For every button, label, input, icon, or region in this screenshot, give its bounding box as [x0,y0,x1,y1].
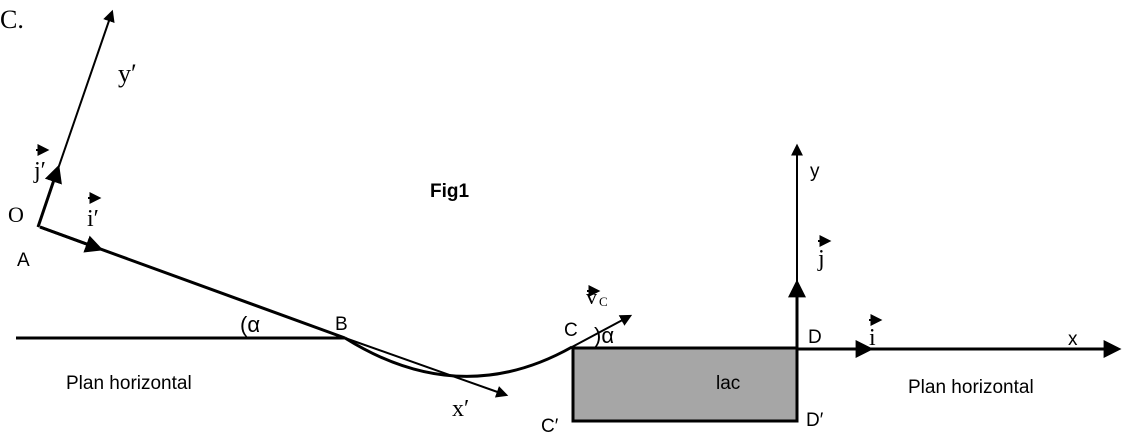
curve-bc [344,336,573,378]
svg-text:j′: j′ [33,158,46,184]
lake-region [571,346,799,423]
vc-vector [571,314,633,348]
svg-text:v: v [586,284,597,309]
alpha-at-b-label: (α [240,312,260,337]
i-vector-label: i [869,314,883,351]
i-prime-vector-label: i′ [87,192,102,232]
plan-horizontal-right-label: Plan horizontal [908,377,1034,398]
y-prime-axis-label: y′ [118,59,137,88]
point-a-label: A [17,250,30,271]
y-axis-label: y [810,161,820,182]
vc-vector-label: v C [586,284,608,309]
point-b-label: B [335,314,348,335]
point-o-label: O [8,202,24,227]
lake-label: lac [716,373,740,394]
svg-text:i: i [869,325,876,351]
j-prime-vector [36,164,62,228]
point-d-label: D [808,327,822,348]
j-vector-label: j [817,235,832,272]
x-axis-label: x [1068,329,1078,350]
point-d-prime-label: D′ [806,410,824,431]
svg-text:i′: i′ [87,206,99,232]
svg-text:j: j [817,246,825,272]
point-c-label: C [564,320,578,341]
point-c-prime-label: C′ [541,416,559,434]
figure-label: Fig1 [430,181,469,202]
i-prime-vector [39,225,104,253]
header-fragment: C. [0,5,24,34]
svg-text:C: C [599,294,608,309]
j-prime-vector-label: j′ [33,144,50,184]
x-prime-axis-label: x′ [452,396,469,422]
alpha-at-c-label: )α [594,323,614,348]
plan-horizontal-left-label: Plan horizontal [66,373,192,394]
x-prime-axis [344,337,509,398]
